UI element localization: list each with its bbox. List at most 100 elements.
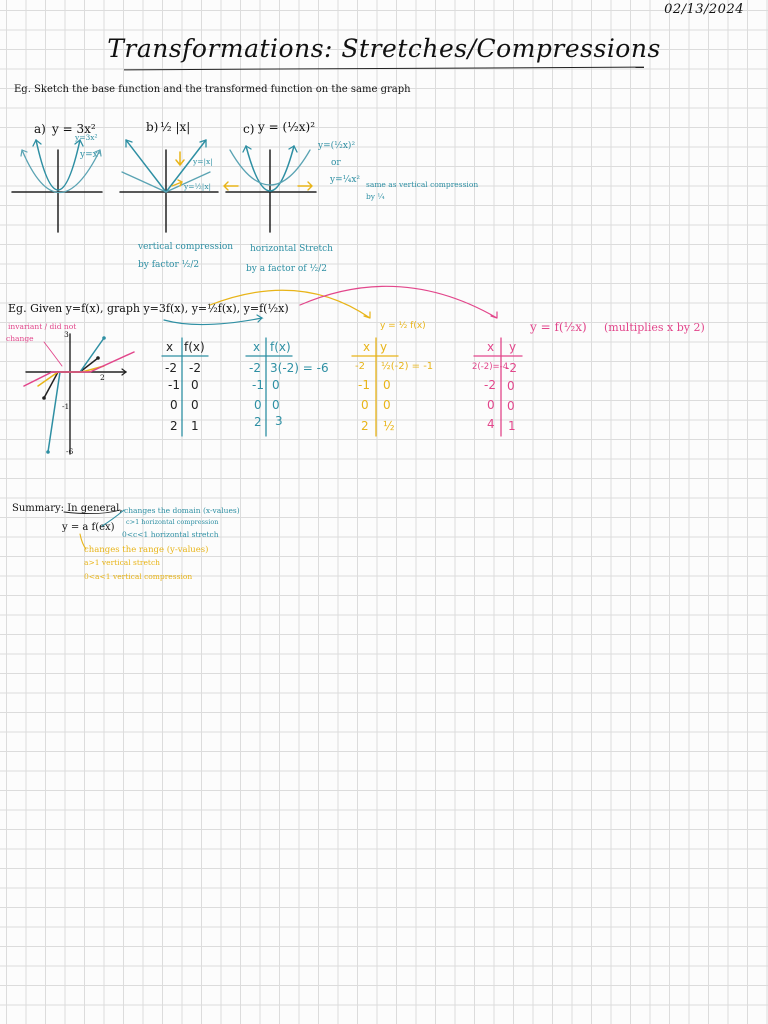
graph-a-arrowheads-2	[20, 149, 102, 157]
date-stamp: 02/13/2024	[664, 2, 744, 17]
graph-e2-point	[42, 396, 46, 400]
table-cell: -1	[168, 378, 180, 392]
part-c-expr: y = (½x)²	[258, 120, 316, 134]
part-a-label: a)	[34, 122, 46, 136]
part-b-curve-label-2: y=½|x|	[184, 182, 212, 191]
graph-c	[223, 145, 317, 233]
graph-c-base-parabola	[245, 145, 295, 192]
example2-prompt: Eg. Given y=f(x), graph y=3f(x), y=½f(x)…	[8, 302, 289, 315]
summary-underline	[63, 509, 121, 515]
part-b-note-1: vertical compression	[138, 242, 234, 252]
graph-tick-3: 3	[64, 330, 69, 339]
table-cell: -2	[484, 378, 496, 392]
summary-yellow-pointer	[79, 533, 87, 550]
summary-teal-note-3: 0<c<1 horizontal stretch	[122, 530, 219, 539]
summary-formula: y = a f(ex)	[62, 522, 115, 533]
table-cell: 2	[170, 419, 178, 433]
part-c-note-1: same as vertical compression	[366, 180, 479, 189]
part-b-curve-label-1: y=|x|	[193, 157, 213, 166]
table-cell: 2	[361, 419, 369, 433]
graph-a-base-parabola	[21, 149, 101, 193]
graph-c-wide-parabola	[229, 149, 311, 186]
table-cell: -2	[189, 361, 201, 375]
part-c-note-3: horizontal Stretch	[250, 244, 333, 254]
part-c-note-4: by a factor of ½/2	[246, 264, 327, 274]
table-f-half-x-header-y: y	[509, 340, 517, 354]
example1-prompt: Eg. Sketch the base function and the tra…	[14, 84, 411, 95]
summary-marks	[63, 509, 125, 550]
part-b-expr: ½ |x|	[160, 120, 191, 134]
graph-a-steep-parabola	[35, 139, 81, 191]
graph-e2-point	[102, 336, 106, 340]
part-c-curve-label-2: y=¼x²	[330, 175, 361, 185]
table-half-fx-header-x: x	[363, 340, 371, 354]
yellow-connector	[209, 289, 371, 319]
graph-tick-2: 2	[100, 373, 105, 382]
summary-yellow-note-3: 0<a<1 vertical compression	[84, 572, 193, 581]
graph-e2-base	[43, 357, 99, 399]
table-cell: 0	[191, 378, 199, 392]
invariant-note-2: change	[6, 334, 34, 343]
graph-e2-yellow	[37, 365, 105, 387]
graph-e2-invariant-pointer	[43, 341, 63, 367]
table-base-header-fx: f(x)	[184, 340, 205, 354]
table-cell: 2	[254, 415, 262, 429]
graph-c-arrowheads	[242, 145, 298, 153]
table-cell: ½	[383, 419, 395, 433]
table-cell: 1	[508, 419, 516, 433]
graph-e2-teal	[47, 337, 105, 453]
part-c-curve-label-1: y=(½x)²	[318, 141, 356, 151]
graph-b-yellow-arrow	[171, 179, 183, 187]
graph-c-yellow-arrow-left	[223, 181, 239, 191]
table-cell: 0	[170, 398, 178, 412]
table-cell: -1	[358, 378, 370, 392]
part-b-label: b)	[146, 120, 159, 134]
invariant-note-1: invariant / did not	[8, 322, 77, 331]
pink-connector	[299, 285, 498, 319]
part-a-curve-label-1: y=3x²	[75, 133, 98, 142]
part-c-note-2: by ¼	[366, 192, 385, 201]
table-cell: 0	[383, 398, 391, 412]
table-cell: -2	[505, 361, 517, 375]
table-cell: 3	[275, 414, 283, 428]
graph-b-arrowheads	[125, 139, 207, 148]
table-cell: -2	[355, 361, 365, 372]
part-b-note-2: by factor ½/2	[138, 260, 200, 270]
graph-a-arrowheads	[32, 139, 84, 147]
table-half-fx-header-y: y	[380, 340, 388, 354]
table-cell: -1	[252, 378, 264, 392]
table-cell: 0	[191, 398, 199, 412]
table-cell: 3(-2) = -6	[270, 361, 329, 375]
pink-function-note: (multiplies x by 2)	[604, 321, 705, 334]
graph-b-half-abs-x	[121, 171, 211, 193]
table-cell: -2	[165, 361, 177, 375]
graph-example2	[23, 333, 135, 455]
table-cell: -2	[249, 361, 261, 375]
table-base-header-x: x	[166, 340, 174, 354]
graph-b	[119, 139, 219, 233]
table-cell: 0	[272, 398, 280, 412]
pink-function-label: y = f(½x)	[530, 320, 587, 334]
graph-e2-point	[46, 450, 50, 454]
graph-e2-pink	[23, 351, 135, 387]
summary-teal-pointer	[101, 509, 125, 527]
summary-teal-note-2: c>1 horizontal compression	[126, 518, 219, 526]
graph-a	[11, 139, 103, 233]
table-cell: 0	[487, 398, 495, 412]
graph-tick-neg1: -1	[62, 402, 70, 411]
teal-connector	[163, 314, 264, 326]
table-cell: 0	[254, 398, 262, 412]
table-cell: 2(-2)=-4	[472, 362, 509, 372]
table-3fx-header-x: x	[253, 340, 261, 354]
summary-teal-note-1: changes the domain (x-values)	[124, 506, 240, 515]
table-cell: 0	[272, 378, 280, 392]
part-c-label: c)	[243, 122, 255, 136]
summary-yellow-note-1: changes the range (y-values)	[84, 545, 209, 555]
table-half-fx-title: y = ½ f(x)	[380, 321, 426, 331]
table-cell: 1	[191, 419, 199, 433]
table-cell: 0	[361, 398, 369, 412]
page-title: Transformations: Stretches/Compressions	[107, 34, 661, 63]
part-c-curve-label-or: or	[331, 158, 341, 168]
part-a-expr: y = 3x²	[52, 122, 96, 136]
table-3fx-header-fx: f(x)	[270, 340, 291, 354]
